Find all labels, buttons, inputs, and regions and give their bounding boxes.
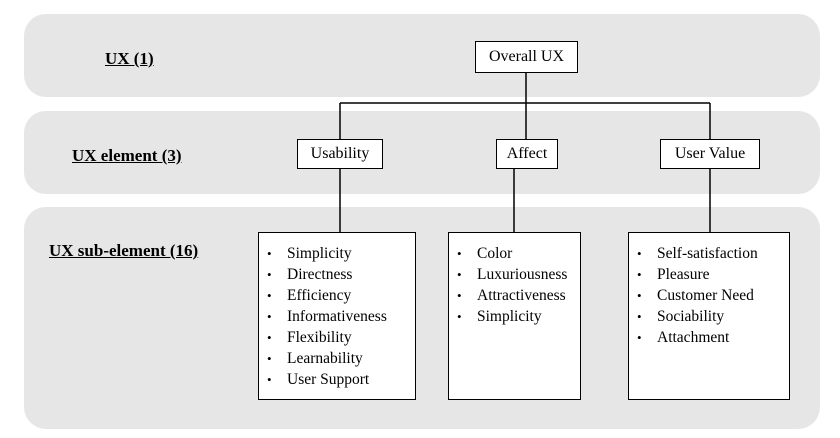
- list-item: • Luxuriousness: [457, 264, 574, 285]
- bullet-glyph: •: [457, 266, 462, 282]
- sub-element-label: Pleasure: [657, 265, 710, 283]
- bullet-glyph: •: [637, 329, 642, 345]
- list-item: • Directness: [267, 264, 409, 285]
- node-overall-ux: Overall UX: [475, 41, 578, 73]
- sub-element-label: Attachment: [657, 328, 730, 346]
- list-item: • Pleasure: [637, 264, 783, 285]
- list-item: • Attachment: [637, 327, 783, 348]
- bullet-glyph: •: [267, 287, 272, 303]
- sub-element-label: Informativeness: [287, 307, 387, 325]
- list-item: • Flexibility: [267, 327, 409, 348]
- bullet-glyph: •: [457, 287, 462, 303]
- bullet-glyph: •: [267, 371, 272, 387]
- list-item: • User Support: [267, 369, 409, 390]
- list-item: • Learnability: [267, 348, 409, 369]
- sub-element-label: Attractiveness: [477, 286, 566, 304]
- bullet-glyph: •: [637, 266, 642, 282]
- sub-element-label: Luxuriousness: [477, 265, 568, 283]
- bullet-glyph: •: [267, 266, 272, 282]
- bullet-glyph: •: [637, 308, 642, 324]
- sub-element-list-affect: • Color • Luxuriousness • Attractiveness • S…: [448, 232, 581, 400]
- bullet-glyph: •: [267, 308, 272, 324]
- bullet-glyph: •: [267, 329, 272, 345]
- sub-element-label: Self-satisfaction: [657, 244, 758, 262]
- sub-element-label: User Support: [287, 370, 370, 388]
- sub-element-list-usability: • Simplicity • Directness • Efficiency • Inf…: [258, 232, 416, 400]
- sub-element-label: Flexibility: [287, 328, 352, 346]
- bullet-glyph: •: [637, 245, 642, 261]
- list-item: • Simplicity: [267, 243, 409, 264]
- list-item: • Sociability: [637, 306, 783, 327]
- sub-element-list-user-value: • Self-satisfaction • Pleasure • Customer N…: [628, 232, 790, 400]
- level-label-top: UX (1): [105, 49, 154, 68]
- level-label-bottom: UX sub-element (16): [49, 241, 199, 260]
- sub-element-label: Color: [477, 244, 513, 262]
- list-item: • Self-satisfaction: [637, 243, 783, 264]
- list-item: • Customer Need: [637, 285, 783, 306]
- sub-element-label: Sociability: [657, 307, 725, 325]
- sub-element-label: Simplicity: [287, 244, 352, 262]
- sub-element-label: Customer Need: [657, 286, 754, 304]
- node-user-value: User Value: [660, 139, 760, 169]
- sub-element-label: Learnability: [287, 349, 363, 367]
- sub-element-label: Simplicity: [477, 307, 542, 325]
- bullet-glyph: •: [457, 245, 462, 261]
- sub-element-label: Efficiency: [287, 286, 352, 304]
- level-band-top: [24, 14, 820, 97]
- node-affect: Affect: [496, 139, 558, 169]
- bullet-glyph: •: [267, 350, 272, 366]
- bullet-glyph: •: [267, 245, 272, 261]
- level-label-middle: UX element (3): [72, 146, 182, 165]
- bullet-glyph: •: [457, 308, 462, 324]
- node-usability: Usability: [297, 139, 383, 169]
- list-item: • Informativeness: [267, 306, 409, 327]
- bullet-glyph: •: [637, 287, 642, 303]
- list-item: • Simplicity: [457, 306, 574, 327]
- list-item: • Color: [457, 243, 574, 264]
- sub-element-label: Directness: [287, 265, 353, 283]
- list-item: • Attractiveness: [457, 285, 574, 306]
- list-item: • Efficiency: [267, 285, 409, 306]
